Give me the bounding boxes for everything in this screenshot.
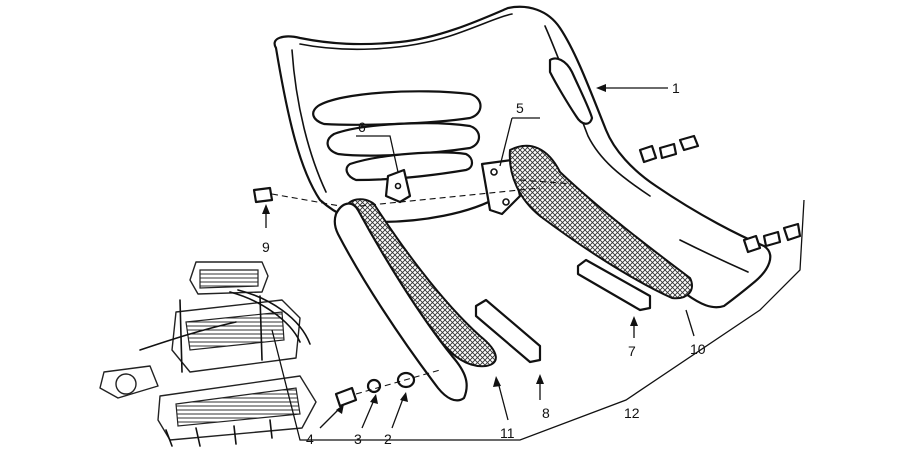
callout-8: 8: [542, 405, 550, 421]
leader-lines: [262, 84, 695, 429]
callout-10: 10: [690, 341, 706, 357]
callout-12-bracket: [271, 199, 805, 441]
engine-illustration: [99, 261, 317, 447]
callout-11: 11: [500, 425, 515, 441]
part-6-bracket: [384, 168, 412, 204]
part-10-right-mesh-panel: [508, 144, 693, 300]
assembly-line-bracket: [519, 179, 575, 185]
left-side-rail: [333, 202, 468, 402]
part-5-bracket: [480, 158, 522, 216]
part-7-strap: [576, 258, 652, 312]
callout-1: 1: [672, 80, 680, 96]
fasteners-upper-right: [638, 134, 700, 164]
assembly-line-9: [359, 187, 541, 207]
callout-5: 5: [516, 100, 524, 116]
callout-7: 7: [628, 343, 636, 359]
fasteners-lower-right: [742, 222, 802, 254]
callout-2: 2: [384, 431, 392, 447]
callout-12: 12: [624, 405, 640, 421]
callout-9: 9: [262, 239, 270, 255]
callout-4: 4: [306, 431, 314, 447]
part-9-bolt: [252, 186, 341, 207]
callout-6: 6: [358, 119, 366, 135]
parts-2-3-4-fasteners: [334, 369, 441, 408]
part-8-strap: [474, 298, 542, 364]
callout-3: 3: [354, 431, 362, 447]
